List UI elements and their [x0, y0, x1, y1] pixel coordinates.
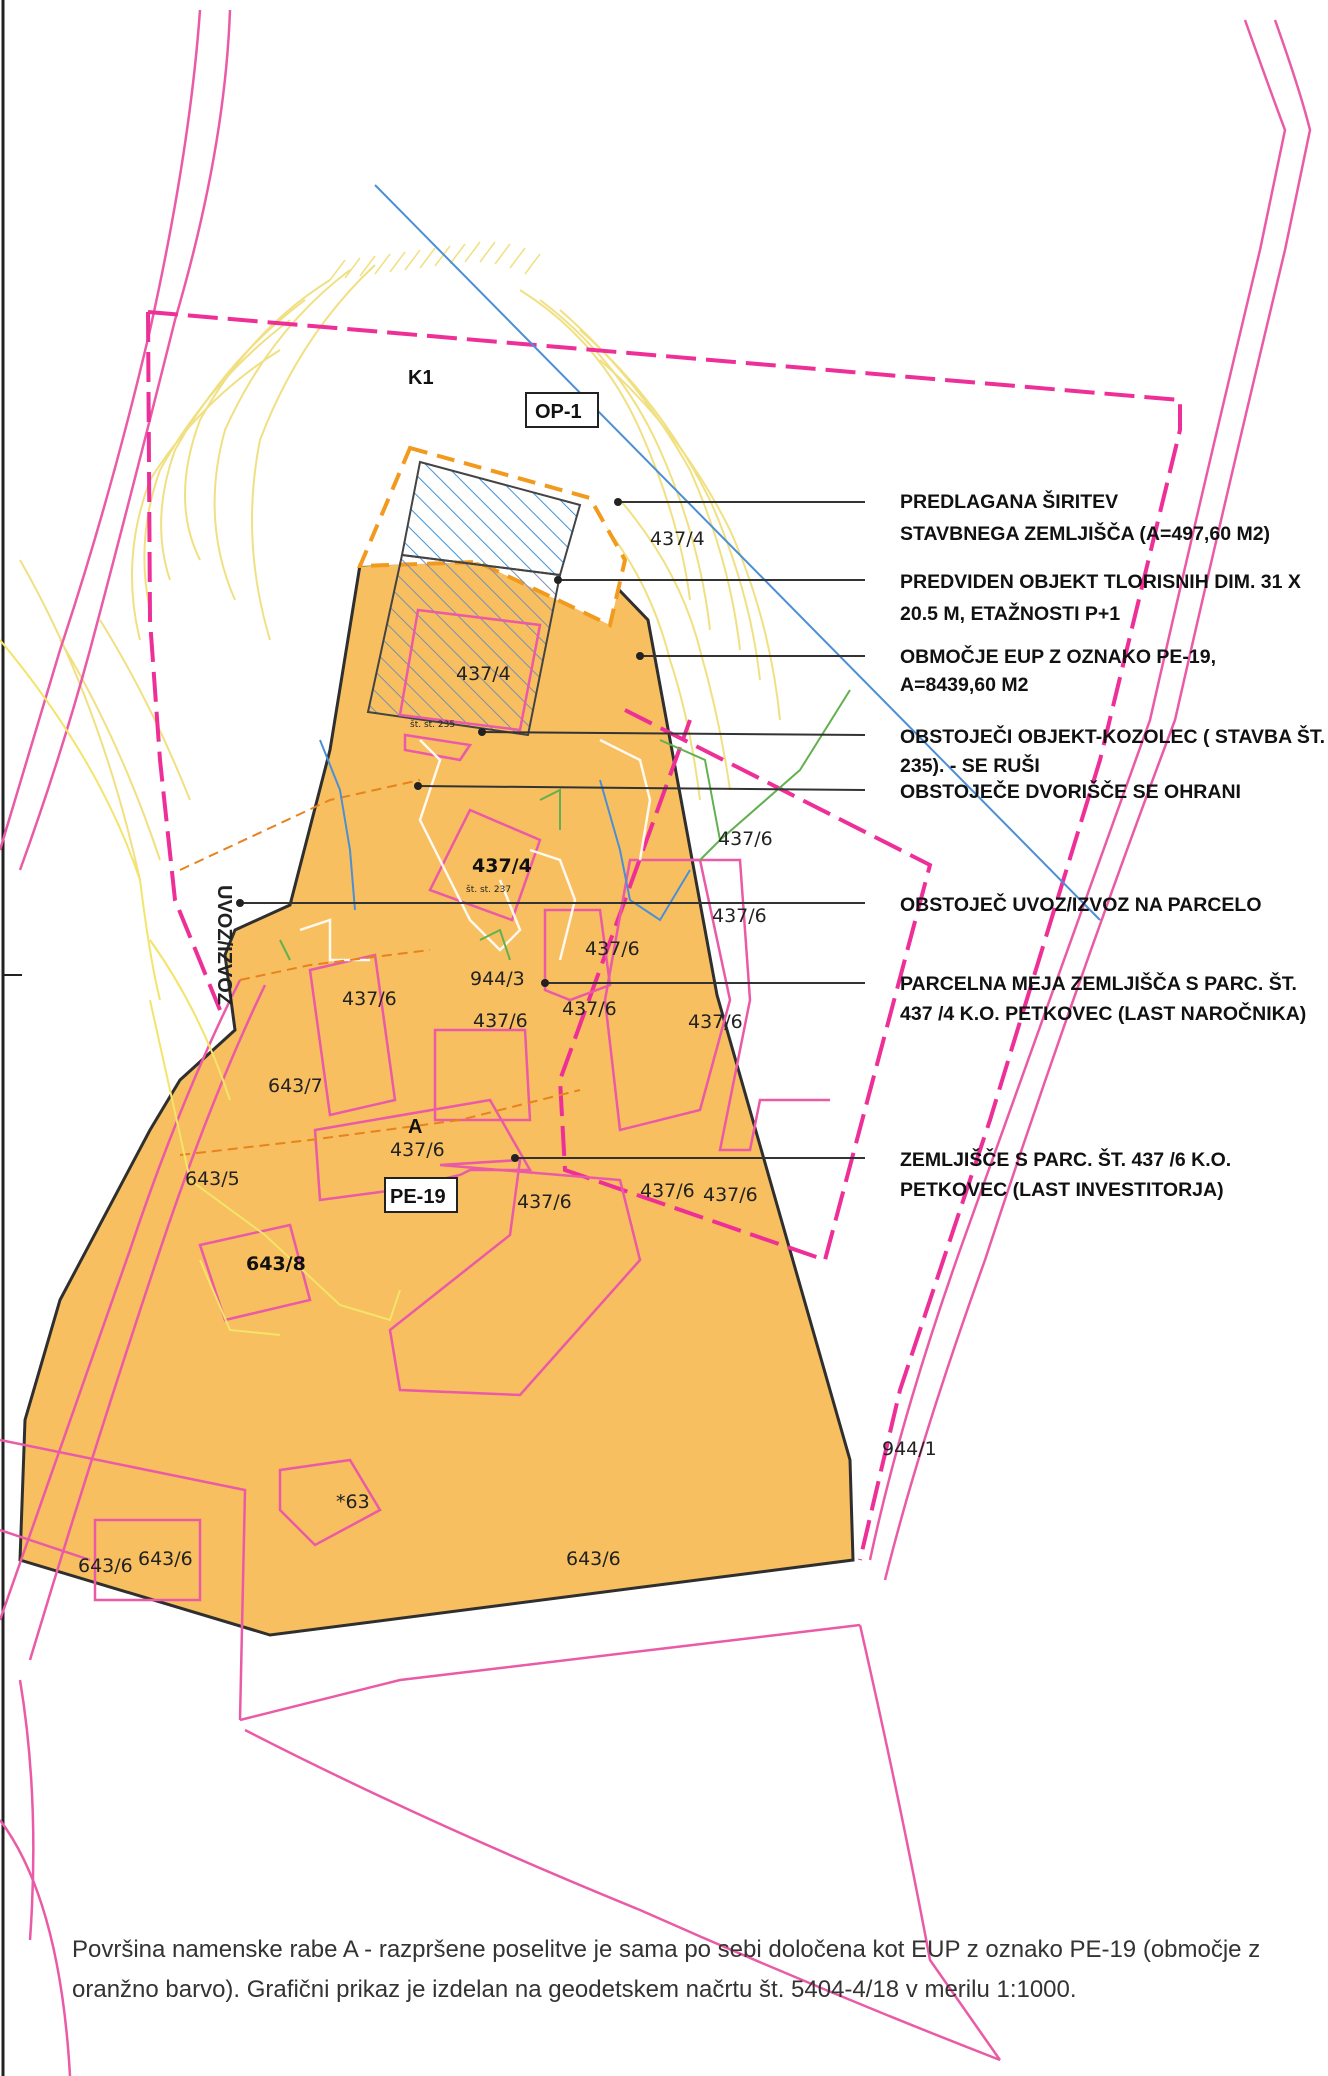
zone-label-pe19: PE-19: [390, 1186, 446, 1208]
parcel-label: 437/6: [517, 1191, 572, 1213]
parcel-label: 437/6: [390, 1139, 445, 1161]
parcel-label: 437/6: [703, 1184, 758, 1206]
planned-building-orange: [366, 553, 562, 737]
contour-lines: [19, 264, 781, 881]
parcel-label: 437/6: [562, 998, 617, 1020]
parcel-label: 437/4: [456, 663, 511, 685]
annotation-kozolec-line2: 235). - SE RUŠI: [900, 753, 1040, 777]
parcel-label: 437/4: [650, 528, 705, 550]
annotation-eup-line1: OBMOČJE EUP Z OZNAKO PE-19,: [900, 644, 1216, 668]
parcel-label: 643/5: [185, 1168, 240, 1190]
parcel-label: 437/6: [473, 1010, 528, 1032]
parcel-lines: [0, 9, 1312, 2076]
annotation-kozolec-line1: OBSTOJEČI OBJEKT-KOZOLEC ( STAVBA ŠT.: [900, 724, 1325, 748]
parcel-label: 944/1: [882, 1438, 937, 1460]
leader-lines: [240, 501, 866, 1159]
parcel-label: 437/6: [688, 1011, 743, 1033]
parcel-label: 437/6: [718, 828, 773, 850]
parcel-label: 437/6: [585, 938, 640, 960]
annotation-expansion-line2: STAVBNEGA ZEMLJIŠČA (A=497,60 M2): [900, 521, 1270, 545]
pe19-box: [384, 1177, 458, 1213]
leader-dots: [236, 498, 644, 1162]
parcel-label: 437/6: [342, 988, 397, 1010]
parcel-label: št. st. 235: [410, 719, 455, 730]
zone-label-a: A: [408, 1116, 422, 1138]
parcel-label: 643/6: [78, 1555, 133, 1577]
annotation-building-line1: PREDVIDEN OBJEKT TLORISNIH DIM. 31 X: [900, 571, 1301, 593]
annotation-building-line2: 20.5 M, ETAŽNOSTI P+1: [900, 601, 1120, 625]
annotation-land-line2: PETKOVEC (LAST INVESTITORJA): [900, 1179, 1224, 1201]
road-lines: [0, 639, 401, 1336]
parcel-label: 643/8: [246, 1253, 306, 1275]
annotation-land-line1: ZEMLJIŠČE S PARC. ŠT. 437 /6 K.O.: [900, 1147, 1231, 1171]
parcel-label: 643/7: [268, 1075, 323, 1097]
parcel-label: 944/3: [470, 968, 525, 990]
parcel-label: 437/6: [712, 905, 767, 927]
parcel-label: *63: [336, 1491, 370, 1513]
internal-dashed-lines: [179, 779, 581, 1156]
road-label: UVOZ/IZVOZ: [213, 885, 235, 1005]
courtyard-outline: [299, 738, 652, 962]
green-lines: [279, 689, 851, 961]
annotation-expansion-line1: PREDLAGANA ŠIRITEV: [900, 489, 1118, 513]
parcel-label: 437/6: [640, 1180, 695, 1202]
annotation-courtyard: OBSTOJEČE DVORIŠČE SE OHRANI: [900, 779, 1241, 803]
map-caption: Površina namenske rabe A - razpršene pos…: [72, 1936, 1261, 2003]
annotation-eup-line2: A=8439,60 M2: [900, 674, 1029, 696]
parcel-label: 643/6: [138, 1548, 193, 1570]
annotation-parcel-boundary-line2: 437 /4 K.O. PETKOVEC (LAST NAROČNIKA): [900, 1001, 1306, 1025]
annotation-parcel-boundary-line1: PARCELNA MEJA ZEMLJIŠČA S PARC. ŠT.: [900, 971, 1297, 995]
boundary-dashed: [146, 310, 1182, 1561]
annotation-entrance: OBSTOJEČ UVOZ/IZVOZ NA PARCELO: [900, 892, 1262, 916]
parcel-label: 643/6: [566, 1548, 621, 1570]
parcel-label: 437/4: [472, 855, 532, 877]
zone-label-k1: K1: [408, 367, 434, 389]
slope-hatching: [329, 241, 541, 281]
parcel-label: št. st. 237: [466, 884, 511, 895]
zone-label-op1: OP-1: [535, 401, 582, 423]
op1-box: [525, 392, 599, 428]
